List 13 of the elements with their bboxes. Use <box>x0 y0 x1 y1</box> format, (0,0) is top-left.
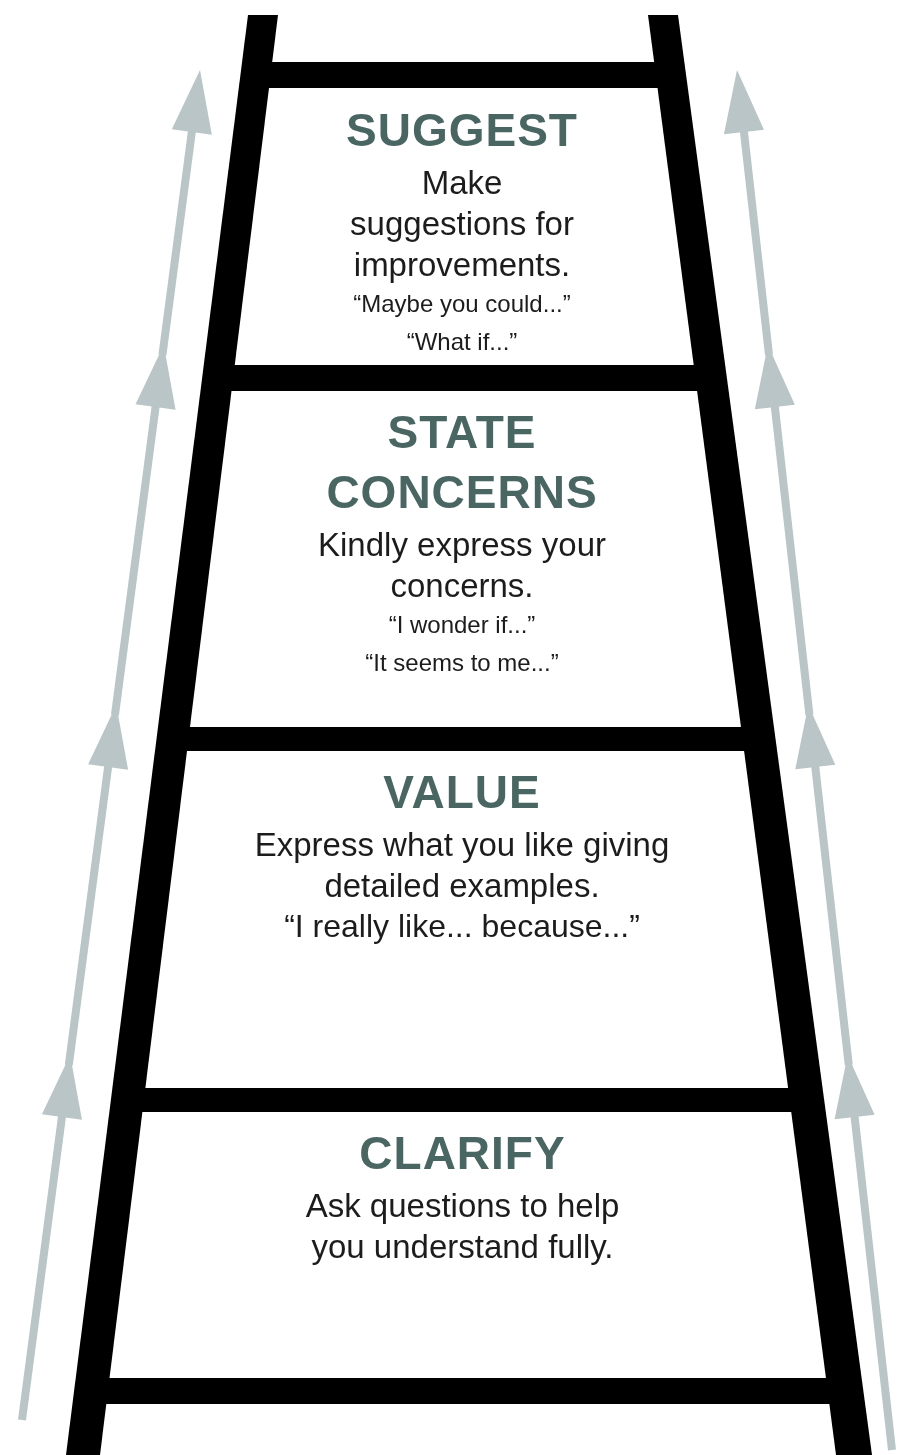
step-description: Make suggestions for improvements. <box>349 163 575 285</box>
step-heading: VALUE <box>383 765 541 820</box>
example-phrase: “It seems to me...” <box>365 648 559 678</box>
example-phrase: “What if...” <box>406 327 518 357</box>
step-heading: SUGGEST <box>346 103 578 158</box>
step-description: Kindly express your concerns. <box>317 525 607 606</box>
step-heading: CLARIFY <box>359 1126 566 1181</box>
example-phrase: “I really like... because...” <box>284 907 640 946</box>
example-phrase: “I wonder if...” <box>388 610 536 640</box>
step-description: Express what you like giving detailed examples. <box>253 825 671 906</box>
step-description: Ask questions to help you understand fully. <box>304 1186 621 1267</box>
example-phrase: “Maybe you could...” <box>353 289 571 319</box>
step-heading: STATE CONCERNS <box>325 405 599 520</box>
